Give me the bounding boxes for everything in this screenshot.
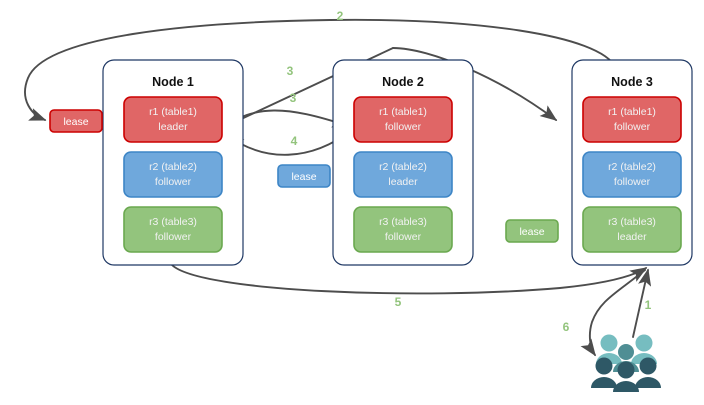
lease-badge-green-box xyxy=(505,219,559,243)
replica-role: leader xyxy=(617,231,647,243)
node-3-replica-r1[interactable]: r1 (table1) follower xyxy=(582,96,682,143)
edge-step-2 xyxy=(24,18,617,121)
lease-badge-red-label: lease xyxy=(63,116,88,128)
step-label-2: 2 xyxy=(337,9,344,23)
step-label-6: 6 xyxy=(563,320,570,334)
node-2-replica-r3[interactable]: r3 (table3) follower xyxy=(353,206,453,253)
node-2[interactable]: Node 2 r1 (table1) follower r2 (table2) … xyxy=(332,59,474,266)
node-2-title: Node 2 xyxy=(382,75,424,89)
node-1-replica-r1[interactable]: r1 (table1) leader xyxy=(123,96,223,143)
replica-name: r3 (table3) xyxy=(379,216,427,228)
replica-box-red xyxy=(123,96,223,143)
lease-badge-red-box xyxy=(49,109,103,133)
edge-step-1 xyxy=(632,268,652,338)
replica-role: follower xyxy=(614,121,651,133)
lease-badge-red[interactable]: lease xyxy=(49,109,103,133)
replica-role: follower xyxy=(385,231,422,243)
replica-box-blue xyxy=(353,151,453,198)
node-3[interactable]: Node 3 r1 (table1) follower r2 (table2) … xyxy=(571,59,693,266)
node-3-replica-r3[interactable]: r3 (table3) leader xyxy=(582,206,682,253)
lease-badge-blue-label: lease xyxy=(291,171,316,183)
step-label-4: 4 xyxy=(291,134,298,148)
replica-name: r1 (table1) xyxy=(379,106,427,118)
replica-name: r2 (table2) xyxy=(149,161,197,173)
lease-badge-green-label: lease xyxy=(519,226,544,238)
replica-name: r1 (table1) xyxy=(149,106,197,118)
replica-role: follower xyxy=(385,121,422,133)
replica-role: follower xyxy=(155,176,192,188)
step-label-1: 1 xyxy=(645,298,652,312)
node-3-title: Node 3 xyxy=(611,75,653,89)
node-1-replica-r2[interactable]: r2 (table2) follower xyxy=(123,151,223,198)
lease-badge-blue-box xyxy=(277,164,331,188)
lease-badge-green[interactable]: lease xyxy=(505,219,559,243)
replica-name: r2 (table2) xyxy=(608,161,656,173)
users-group-icon xyxy=(591,334,661,392)
edge-step-5 xyxy=(171,264,648,295)
node-2-replica-r2[interactable]: r2 (table2) leader xyxy=(353,151,453,198)
edge-step-6 xyxy=(580,269,646,357)
lease-badge-blue[interactable]: lease xyxy=(277,164,331,188)
replica-role: leader xyxy=(158,121,188,133)
replica-box-green xyxy=(353,206,453,253)
node-1-title: Node 1 xyxy=(152,75,194,89)
replica-box-blue xyxy=(582,151,682,198)
replica-box-green xyxy=(123,206,223,253)
replica-box-red xyxy=(353,96,453,143)
replica-box-red xyxy=(582,96,682,143)
step-label-5: 5 xyxy=(395,295,402,309)
replica-role: follower xyxy=(614,176,651,188)
replica-role: leader xyxy=(388,176,418,188)
replica-name: r3 (table3) xyxy=(149,216,197,228)
replica-box-blue xyxy=(123,151,223,198)
replica-box-green xyxy=(582,206,682,253)
replica-name: r3 (table3) xyxy=(608,216,656,228)
node-1-replica-r3[interactable]: r3 (table3) follower xyxy=(123,206,223,253)
replica-name: r2 (table2) xyxy=(379,161,427,173)
node-1[interactable]: Node 1 r1 (table1) leader r2 (table2) fo… xyxy=(102,59,244,266)
step-label-3-lower: 3 xyxy=(290,91,297,105)
replica-role: follower xyxy=(155,231,192,243)
edges-layer xyxy=(24,18,652,357)
node-3-replica-r2[interactable]: r2 (table2) follower xyxy=(582,151,682,198)
step-label-3-upper: 3 xyxy=(287,64,294,78)
node-2-replica-r1[interactable]: r1 (table1) follower xyxy=(353,96,453,143)
replica-name: r1 (table1) xyxy=(608,106,656,118)
